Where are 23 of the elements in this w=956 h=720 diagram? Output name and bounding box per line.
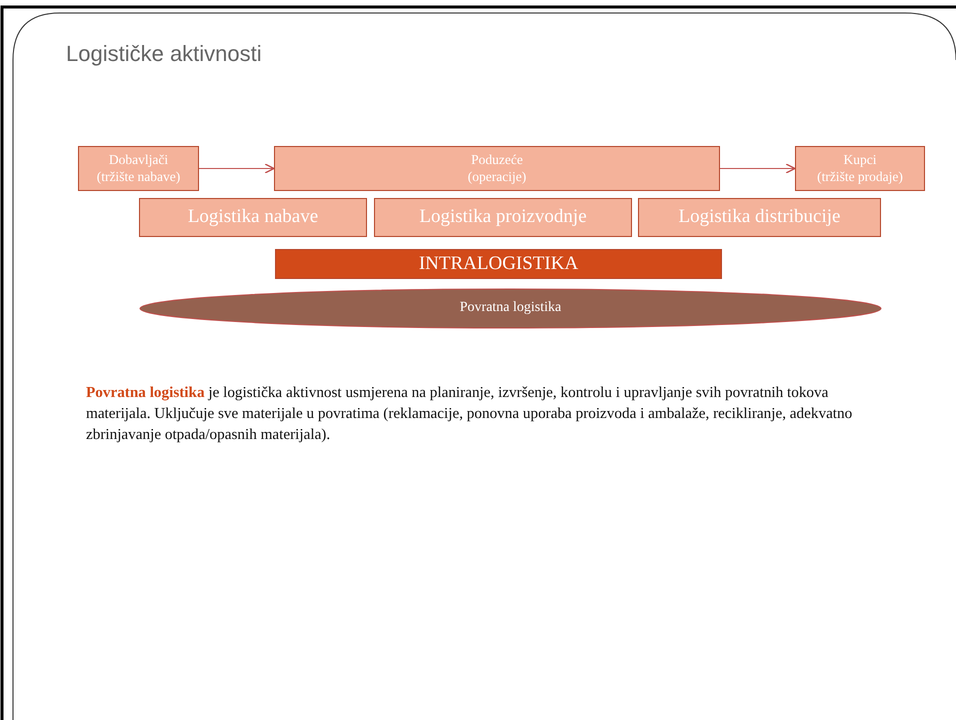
company-box — [274, 146, 720, 191]
arrow — [720, 163, 796, 174]
node-label: Povratna logistika — [460, 300, 562, 317]
node-label: Logistika proizvodnje — [419, 206, 587, 229]
intralogistics-bar — [275, 249, 722, 279]
node-label: Logistika nabave — [188, 206, 318, 229]
supplier-box — [78, 146, 199, 191]
node-label: INTRALOGISTIKA — [418, 252, 578, 276]
process-box — [638, 198, 881, 237]
node-label: Dobavljači — [108, 152, 168, 168]
node-label: (operacije) — [468, 168, 526, 185]
process-box — [139, 198, 367, 237]
reverse-logistics-ellipse — [139, 288, 882, 329]
node-label: (tržište nabave) — [96, 168, 180, 185]
node-label: Kupci — [844, 152, 876, 168]
customer-box — [795, 146, 925, 191]
slide-title: Logističke aktivnosti — [66, 41, 262, 67]
node-label: (tržište prodaje) — [817, 168, 903, 185]
node-label: Logistika distribucije — [678, 206, 840, 229]
definition-paragraph: Povratna logistika je logistička aktivnost usmjerena na planiranje, izvršenje, kontrolu i upravljanje svih povratnih tokova materijala. Uključuje sve materijale u povratima (reklamacije, ponovna uporaba proizvoda i ambalaže, recikliranje, adekvatno zbrinjavanje otpada/opasnih materijala). — [86, 383, 854, 445]
process-box — [374, 198, 632, 237]
node-label: Poduzeće — [471, 152, 523, 168]
arrow — [198, 163, 275, 174]
